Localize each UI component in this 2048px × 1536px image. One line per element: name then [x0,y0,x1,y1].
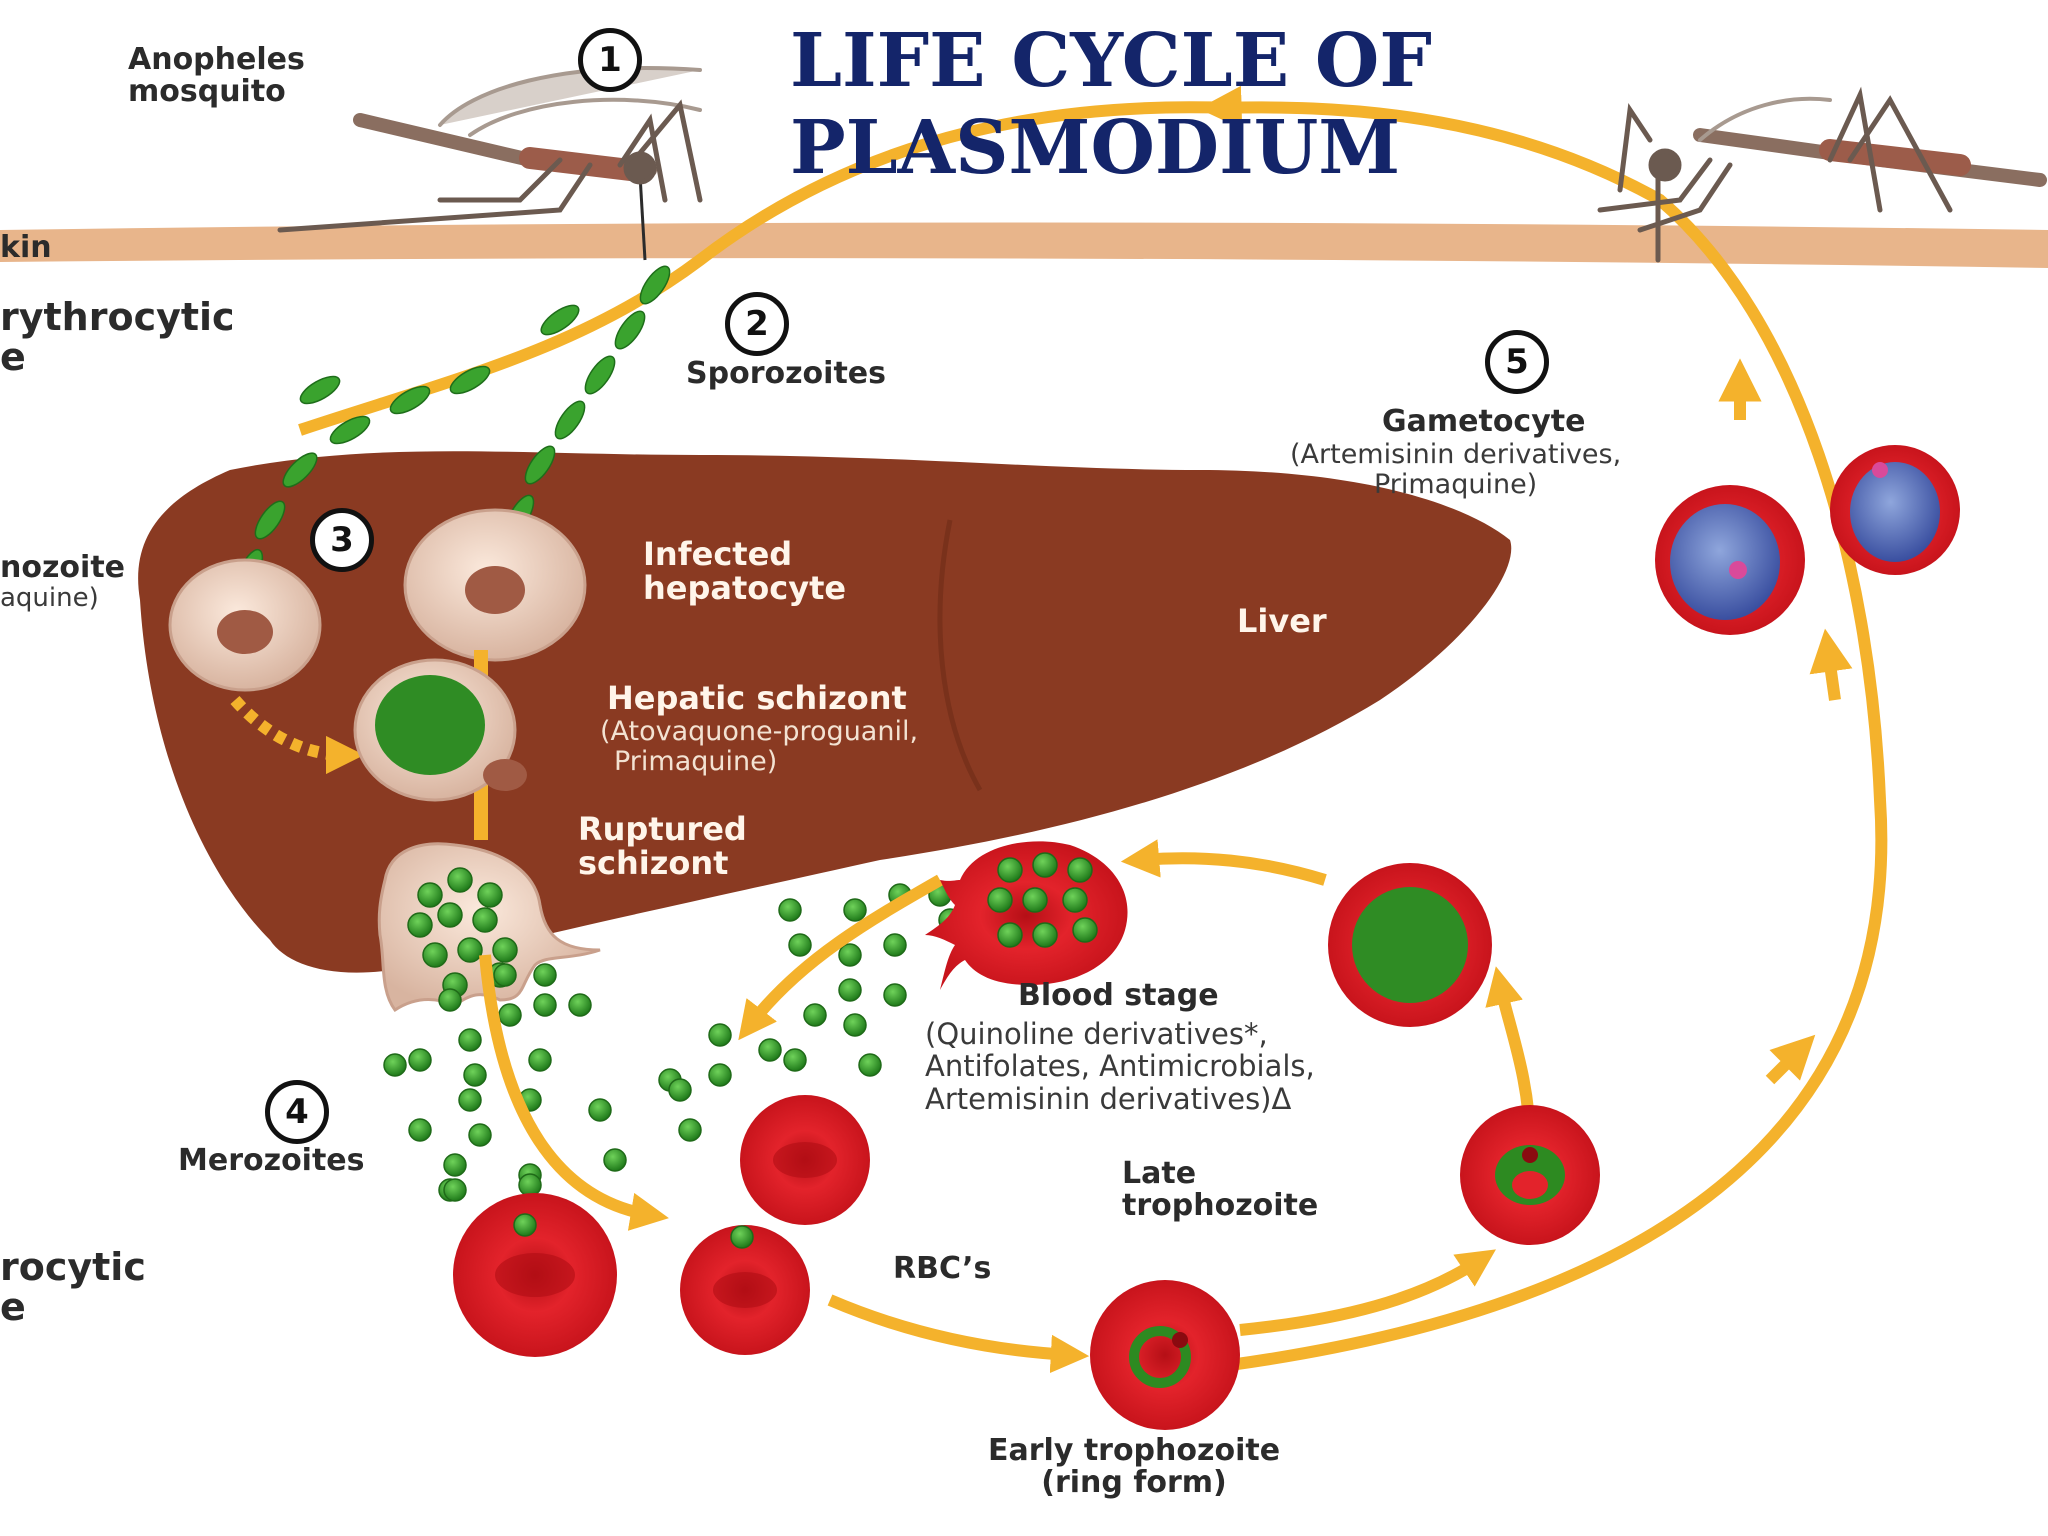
step-3-badge: 3 [310,508,374,572]
hypnozoite-label-line-1: nozoite [0,550,126,585]
main-cycle-arrow [1198,85,1888,1371]
hepatic-schizont-label: Hepatic schizont [607,679,907,717]
gametocyte-label: Gametocyte [1382,404,1586,439]
skin-label: kin [0,230,52,265]
diagram-title: LIFE CYCLE OF PLASMODIUM [790,18,1432,193]
mosquito-label-line-2: mosquito [128,73,286,109]
cycle-arrow-mid [1809,628,1853,701]
early-trophozoite-label: Early trophozoite (ring form) [988,1435,1280,1498]
hepatocyte-cells [168,508,587,692]
late-trophozoite-cell [1460,1105,1600,1245]
hepatic-schizont-cell [353,658,527,802]
blood-stage-drug-line-2: Antifolates, Antimicrobials, [925,1049,1315,1084]
early-trophozoite-label-line-1: Early trophozoite [988,1433,1281,1468]
step-4-badge: 4 [265,1080,329,1144]
blood-cycle-arrow-right-low [1239,1249,1496,1336]
exoerythrocytic-stage-label-line-2: e [0,334,26,379]
gametocyte-cells [1655,445,1960,635]
hypnozoite-arrow [230,696,365,775]
merozoites-label: Merozoites [178,1143,365,1178]
gametocyte-drugs: (Artemisinin derivatives, Primaquine) [1290,439,1622,501]
hypnozoite-drug-label: aquine) [0,582,99,613]
rbcs-label: RBC’s [893,1251,992,1286]
liver-lobe-line [937,519,983,792]
late-trophozoite-label-line-2: trophozoite [1122,1187,1319,1223]
step-1-badge: 1 [578,28,642,92]
step-5-badge: 5 [1485,330,1549,394]
red-blood-cells [453,1095,870,1357]
gametocyte-drug-line-1: (Artemisinin derivatives, [1290,439,1622,470]
early-trophozoite-label-line-2: (ring form) [1041,1464,1227,1500]
gametocyte-drug-line-2: Primaquine) [1373,469,1538,501]
mosquito-right [1597,86,2047,263]
exoerythrocytic-stage-label-line-1: rythrocytic [0,295,235,339]
step-2-badge: 2 [725,292,789,356]
liver-label: Liver [1237,602,1327,640]
blood-cycle-arrow-left [479,954,669,1231]
ruptured-schizont-label: Ruptured schizont [578,810,747,882]
infected-hepatocyte-label-line-1: Infected [643,535,793,573]
exoerythrocytic-stage-label: rythrocytic e [0,295,235,379]
mosquito-label: Anopheles mosquito [128,44,305,107]
ruptured-blood-schizont-cell [925,841,1128,990]
hepatic-schizont-drug-line-1: (Atovaquone-proguanil, [600,716,919,747]
late-trophozoite-label: Late trophozoite [1122,1158,1318,1221]
ruptured-blood-schizont-merozoites [987,852,1098,948]
blood-cycle-arrow-top [1120,839,1327,886]
erythrocytic-stage-label-line-2: e [0,1284,26,1329]
blood-stage-drug-line-3: Artemisinin derivatives)Δ [925,1081,1292,1116]
blood-cycle-arrow-release [738,874,943,1041]
late-trophozoite-label-line-1: Late [1122,1156,1197,1191]
merozoite-particles [383,867,962,1202]
blood-stage-label: Blood stage [1018,978,1219,1013]
cycle-arrow-low [1765,1034,1816,1085]
mosquito-label-line-1: Anopheles [128,42,305,77]
erythrocytic-stage-label-line-1: rocytic [0,1245,146,1289]
ruptured-schizont-label-line-2: schizont [578,843,729,882]
early-trophozoite-cell [1090,1280,1240,1430]
hepatic-schizont-drugs: (Atovaquone-proguanil, Primaquine) [600,716,919,778]
sporozoites-label: Sporozoites [686,356,886,391]
blood-cycle-arrow-bottom [827,1294,1090,1374]
hepatic-schizont-drug-line-2: Primaquine) [614,746,778,778]
mosquito-left [277,66,703,233]
hypnozoite-label: nozoite aquine) [0,552,125,613]
blood-stage-drugs: (Quinoline derivatives*, Antifolates, An… [925,1017,1315,1116]
title-line-1: LIFE CYCLE OF [790,18,1432,104]
mosquito-to-liver-arrow [298,101,1231,436]
infected-hepatocyte-label-line-2: hepatocyte [643,568,847,607]
erythrocytic-stage-label: rocytic e [0,1245,146,1329]
blood-stage-drug-line-1: (Quinoline derivatives*, [925,1017,1268,1051]
infected-hepatocyte-label: Infected hepatocyte [643,535,847,607]
ruptured-schizont-label-line-1: Ruptured [578,810,747,848]
blood-schizont-cell [1328,863,1492,1027]
skin-layer [0,222,2048,268]
title-line-2: PLASMODIUM [790,105,1401,192]
mosquito-proboscis-left [638,174,647,261]
